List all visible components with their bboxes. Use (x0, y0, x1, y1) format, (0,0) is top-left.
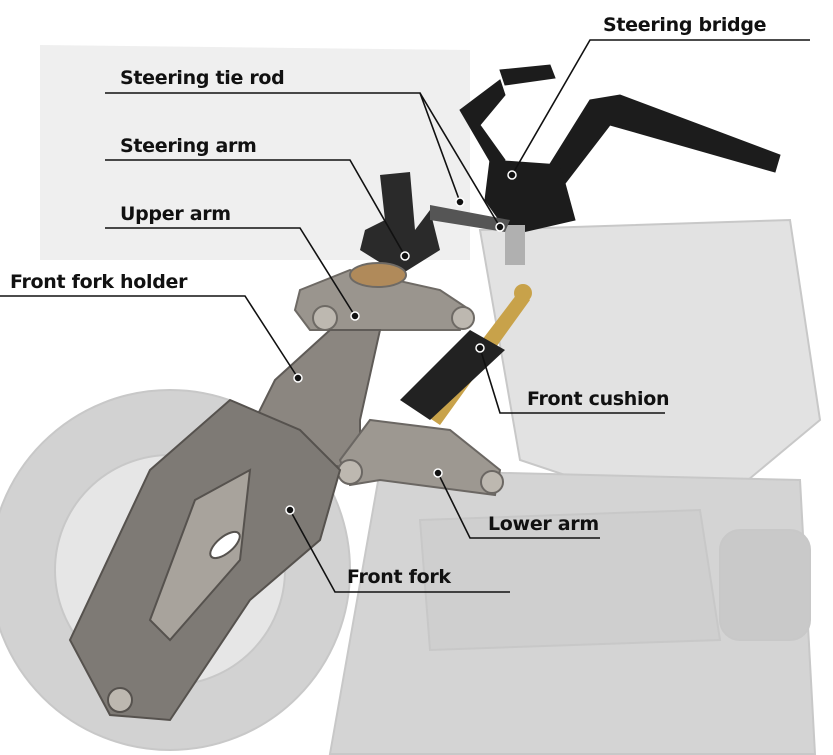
label-steering-tie-rod: Steering tie rod (120, 67, 285, 89)
leader-steering-tie-rod-2 (419, 92, 501, 228)
label-front-cushion: Front cushion (527, 388, 670, 410)
leader-lines (0, 39, 810, 593)
lower-arm-part (337, 418, 504, 497)
leader-steering-arm (105, 159, 406, 257)
steering-bridge-part (459, 64, 781, 265)
leader-upper-arm (105, 227, 356, 317)
front-fork-part (68, 398, 342, 722)
leader-steering-bridge (511, 39, 810, 176)
leader-front-fork (289, 509, 510, 593)
upper-arm-part (293, 262, 475, 331)
leader-lower-arm (437, 472, 600, 539)
label-front-fork-holder: Front fork holder (10, 271, 188, 293)
label-front-fork: Front fork (347, 566, 451, 588)
label-steering-bridge: Steering bridge (603, 14, 767, 36)
label-upper-arm: Upper arm (120, 203, 231, 225)
leader-dots (285, 170, 517, 515)
label-steering-arm: Steering arm (120, 135, 257, 157)
label-lower-arm: Lower arm (488, 513, 599, 535)
steering-arm-part (360, 172, 510, 275)
leader-front-fork-holder (0, 295, 299, 379)
leader-front-cushion (479, 347, 665, 414)
